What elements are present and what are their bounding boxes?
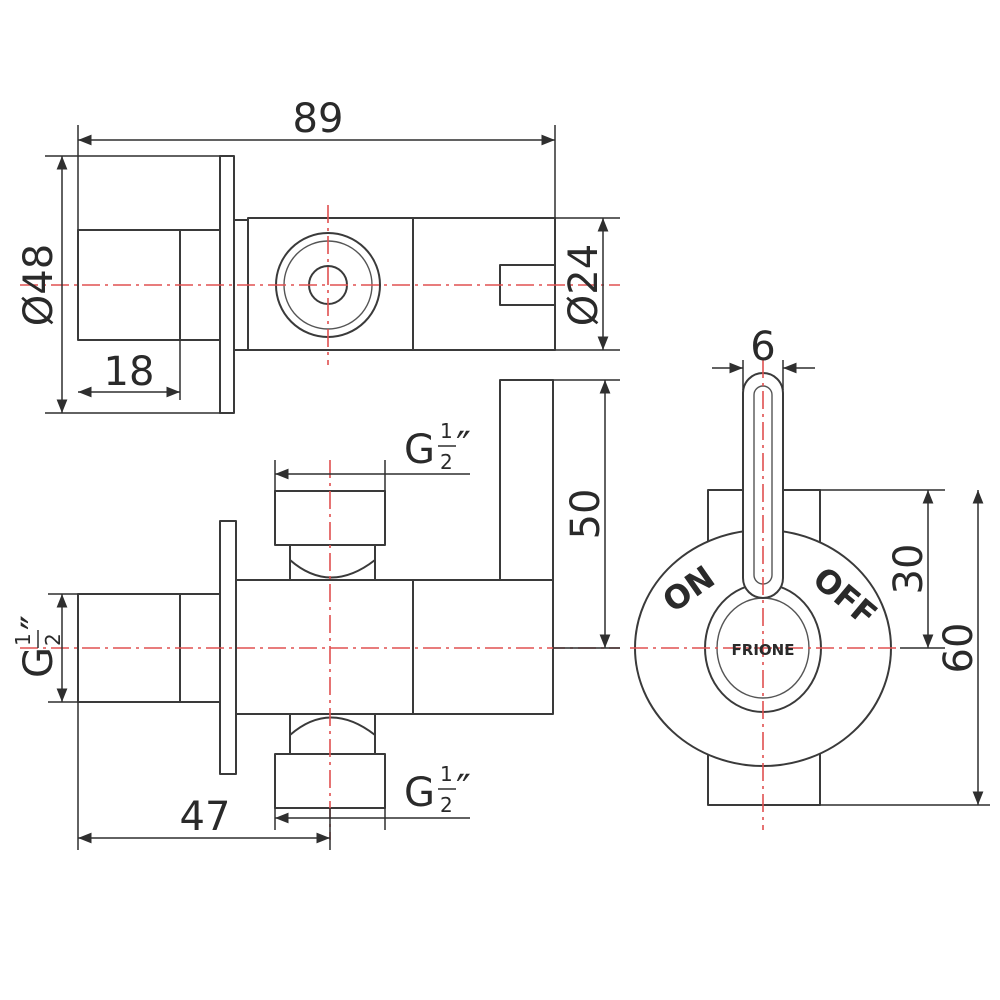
side-view [20, 379, 620, 840]
dim-side-offset: 47 [180, 794, 231, 840]
svg-text:1: 1 [440, 419, 453, 443]
thread-label-top: G 1 2 ″ [404, 419, 471, 474]
top-view [20, 155, 620, 414]
dim-overall-length: 89 [293, 96, 344, 142]
svg-text:G: G [404, 770, 435, 816]
svg-text:″: ″ [14, 615, 60, 630]
dim-thread-length: 18 [104, 349, 155, 395]
dim-handle-height: 50 [563, 489, 609, 540]
svg-text:″: ″ [456, 767, 471, 813]
brand-logo: FRIONE [732, 641, 795, 659]
svg-text:″: ″ [456, 424, 471, 470]
svg-text:2: 2 [440, 793, 453, 817]
thread-label-inlet: G 1 2 ″ [11, 615, 65, 678]
svg-text:G: G [404, 427, 435, 473]
thread-label-bottom: G 1 2 ″ [404, 762, 471, 817]
dim-flange-diameter: Ø48 [16, 244, 62, 326]
dimension-lines [45, 125, 990, 850]
front-view: ON OFF FRIONE [630, 360, 900, 830]
dim-handle-width: 6 [750, 324, 775, 370]
svg-text:1: 1 [11, 633, 35, 646]
svg-text:2: 2 [41, 633, 65, 646]
dim-half-height: 30 [886, 544, 932, 595]
dim-total-height: 60 [936, 623, 982, 674]
svg-text:1: 1 [440, 762, 453, 786]
svg-text:G: G [16, 647, 62, 678]
svg-text:2: 2 [440, 450, 453, 474]
dim-outlet-diameter: Ø24 [561, 244, 607, 326]
